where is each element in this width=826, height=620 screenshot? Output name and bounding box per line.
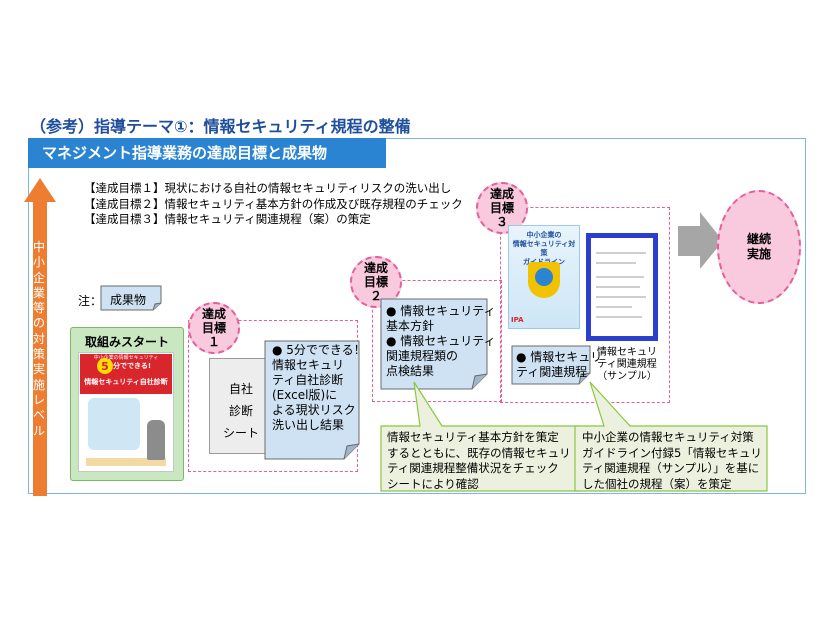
legend-deliverable: 成果物 xyxy=(110,293,147,307)
guideline-publisher: IPA xyxy=(511,316,524,324)
callout-stage-2-text: 情報セキュリティ基本方針を策定 するとともに、既存の情報セキュリ ティ関連規程整… xyxy=(387,430,571,491)
diagram-frame xyxy=(28,138,806,494)
next-arrow-icon xyxy=(678,212,723,269)
stage-1-badge: 達成 目標 １ xyxy=(188,302,240,354)
stage-3-area xyxy=(500,207,670,403)
stage-2-deliverable xyxy=(380,298,488,390)
callout-stage-3 xyxy=(574,381,768,492)
flyer-header-band xyxy=(80,354,172,394)
stage-1-badge-label: 達成 目標 １ xyxy=(201,307,226,349)
stage-1-deliverable xyxy=(264,340,360,460)
stage-2-badge: 達成 目標 ２ xyxy=(350,256,402,308)
stage-3-deliverable-text: ● 情報セキュリ ティ関連規程 xyxy=(516,350,603,379)
flyer-subtitle: 情報セキュリティ自社診断 xyxy=(84,378,168,386)
sample-rules-label: 情報セキュリ ティ関連規程 （サンプル） xyxy=(597,347,657,382)
goal-item-1: 【達成目標１】現状における自社の情報セキュリティリスクの洗い出し xyxy=(84,181,452,195)
goals-list: 【達成目標１】現状における自社の情報セキュリティリスクの洗い出し 【達成目標２】… xyxy=(84,181,463,228)
callout-stage-3-text: 中小企業の情報セキュリティ対策 ガイドライン付録5「情報セキュリ ティ関連規程（… xyxy=(582,430,762,491)
level-axis-label: 中小企業等の対策実施レベル xyxy=(32,240,45,438)
stage-1-deliverable-text: ● 5分でできる！ 情報セキュリ ティ自社診断 (Excel版)に よる現状リス… xyxy=(272,343,366,432)
document-line xyxy=(596,276,644,278)
page-title: （参考）指導テーマ①：情報セキュリティ規程の整備 xyxy=(30,117,411,136)
document-line xyxy=(596,316,642,318)
stage-3-deliverable xyxy=(511,345,591,385)
stage-2-deliverable-text: ● 情報セキュリティ 基本方針 ● 情報セキュリティ 関連規程類の 点検結果 xyxy=(386,304,496,378)
legend-note: 注： xyxy=(78,294,103,308)
callout-stage-2 xyxy=(380,381,580,492)
document-line xyxy=(596,306,632,308)
shield-emblem-icon xyxy=(535,268,553,286)
continue-ellipse: 継続 実施 xyxy=(717,190,801,304)
person-icon xyxy=(147,420,165,460)
guideline-booklet xyxy=(508,225,580,329)
deliverable-legend-icon xyxy=(100,285,162,311)
flyer-badge: 5 xyxy=(97,358,113,374)
start-label: 取組みスタート xyxy=(84,335,169,349)
document-line xyxy=(596,296,646,298)
sheet-label: 自社 診断 シート xyxy=(222,382,259,440)
stage-3-badge-label: 達成 目標 ３ xyxy=(489,187,514,229)
continue-label: 継続 実施 xyxy=(746,232,771,261)
stage-2-badge-label: 達成 目標 ２ xyxy=(363,261,388,303)
flyer-header: 中小企業の情報セキュリティ xyxy=(93,355,159,361)
document-line xyxy=(596,262,636,264)
document-line xyxy=(596,286,640,288)
section-banner: マネジメント指導業務の達成目標と成果物 xyxy=(28,138,386,168)
self-check-sheet xyxy=(209,358,273,454)
flyer-footer-bar xyxy=(86,458,166,466)
goal-item-3: 【達成目標３】情報セキュリティ関連規程（案）の策定 xyxy=(84,212,371,226)
stage-2-area xyxy=(372,280,502,402)
document-line xyxy=(596,252,646,254)
flyer-title: 分でできる! xyxy=(113,362,152,370)
goal-item-2: 【達成目標２】情報セキュリティ基本方針の作成及び既存規程のチェック xyxy=(84,196,463,211)
level-arrow-icon xyxy=(24,178,56,496)
flyer-illustration xyxy=(88,398,140,450)
